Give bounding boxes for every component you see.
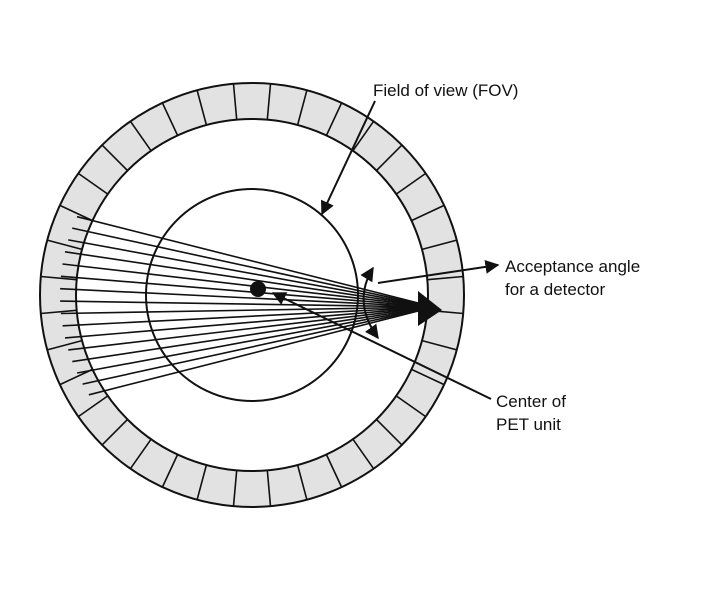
detector-divider [395, 172, 427, 195]
detector-divider [40, 309, 77, 315]
detector-divider [352, 120, 375, 152]
center-label-line1: Center of [496, 392, 566, 411]
acceptance-angle-arc [360, 266, 379, 340]
detector-dividers [40, 83, 464, 507]
detector-divider [325, 102, 343, 136]
line-of-response [76, 306, 435, 374]
detector-divider [421, 239, 458, 251]
fov-label: Field of view (FOV) [373, 81, 519, 100]
detector-divider [296, 89, 308, 126]
acceptance-leader-arrow [377, 259, 500, 284]
detector-divider [352, 438, 375, 470]
detector-divider [375, 144, 403, 172]
center-dot [250, 281, 266, 297]
detector-divider [77, 172, 109, 195]
detector-divider [101, 144, 129, 172]
acceptance-angle-label-line1: Acceptance angle [505, 257, 641, 276]
detector-divider [232, 470, 238, 507]
center-leader-arrow [271, 292, 492, 400]
detector-divider [77, 395, 109, 418]
acceptance-angle-label-line2: for a detector [505, 280, 606, 299]
line-of-response [62, 263, 435, 308]
center-label-line2: PET unit [496, 415, 561, 434]
detector-divider [266, 470, 272, 507]
detector-divider [59, 204, 93, 222]
detector-divider [395, 395, 427, 418]
detector-divider [375, 418, 403, 446]
detector-ring-inner-edge [75, 118, 429, 472]
detector-divider [46, 239, 83, 251]
detector-divider [325, 454, 343, 488]
detector-divider [161, 102, 179, 136]
detector-divider [129, 120, 152, 152]
detector-divider [46, 339, 83, 351]
lines-of-response [60, 215, 435, 396]
detector-element [418, 291, 442, 326]
detector-divider [196, 89, 208, 126]
fov-leader-arrow [321, 100, 376, 216]
detector-divider [101, 418, 129, 446]
detector-divider [411, 204, 445, 222]
detector-divider [427, 275, 464, 281]
detector-divider [421, 339, 458, 351]
detector-divider [196, 464, 208, 501]
line-of-response [68, 306, 435, 351]
detector-ring-outer-edge [39, 82, 465, 508]
detector-divider [266, 83, 272, 120]
detector-divider [40, 275, 77, 281]
detector-divider [129, 438, 152, 470]
detector-divider [161, 454, 179, 488]
detector-divider [296, 464, 308, 501]
detector-divider [411, 368, 445, 386]
detector-divider [232, 83, 238, 120]
line-of-response [68, 239, 435, 308]
